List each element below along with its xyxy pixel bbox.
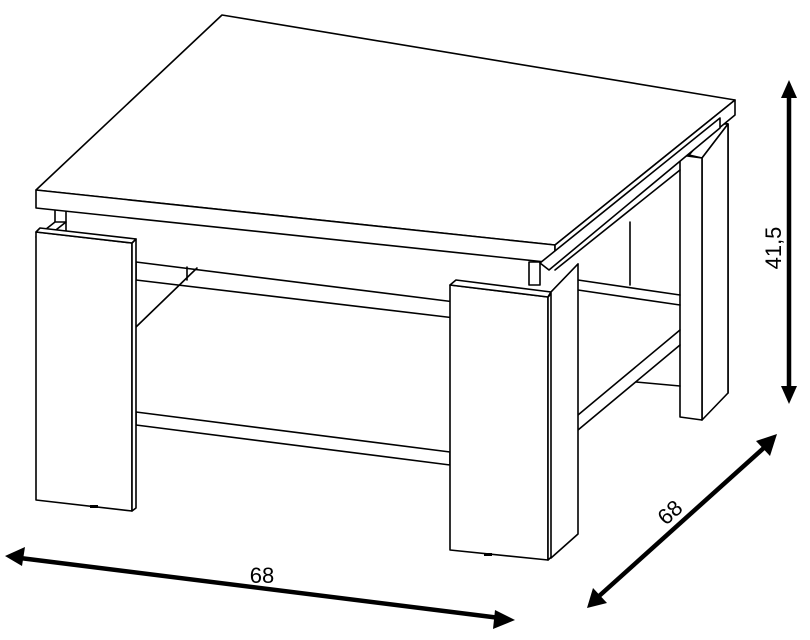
leg-foot [484,553,492,556]
front-left-leg [35,221,137,512]
arrow-down-left-icon [587,588,607,608]
leg-foot [90,505,98,508]
arrow-down-icon [781,386,797,404]
back-right-leg [679,119,729,421]
lower-shelf [135,221,681,466]
height-label: 41,5 [761,227,786,270]
front-right-leg [449,263,579,561]
height-dimension: 41,5 [761,80,797,404]
depth-label: 68 [653,495,688,530]
arrow-up-icon [781,80,797,98]
arrow-up-right-icon [756,434,777,456]
depth-dimension: 68 [587,434,777,608]
depth-dimension-line [596,444,768,599]
arrow-left-icon [5,547,25,566]
width-label: 68 [250,563,274,588]
arrow-right-icon [493,610,515,629]
width-dimension: 68 [5,547,515,629]
width-dimension-line [19,555,501,621]
table-top [35,14,736,286]
